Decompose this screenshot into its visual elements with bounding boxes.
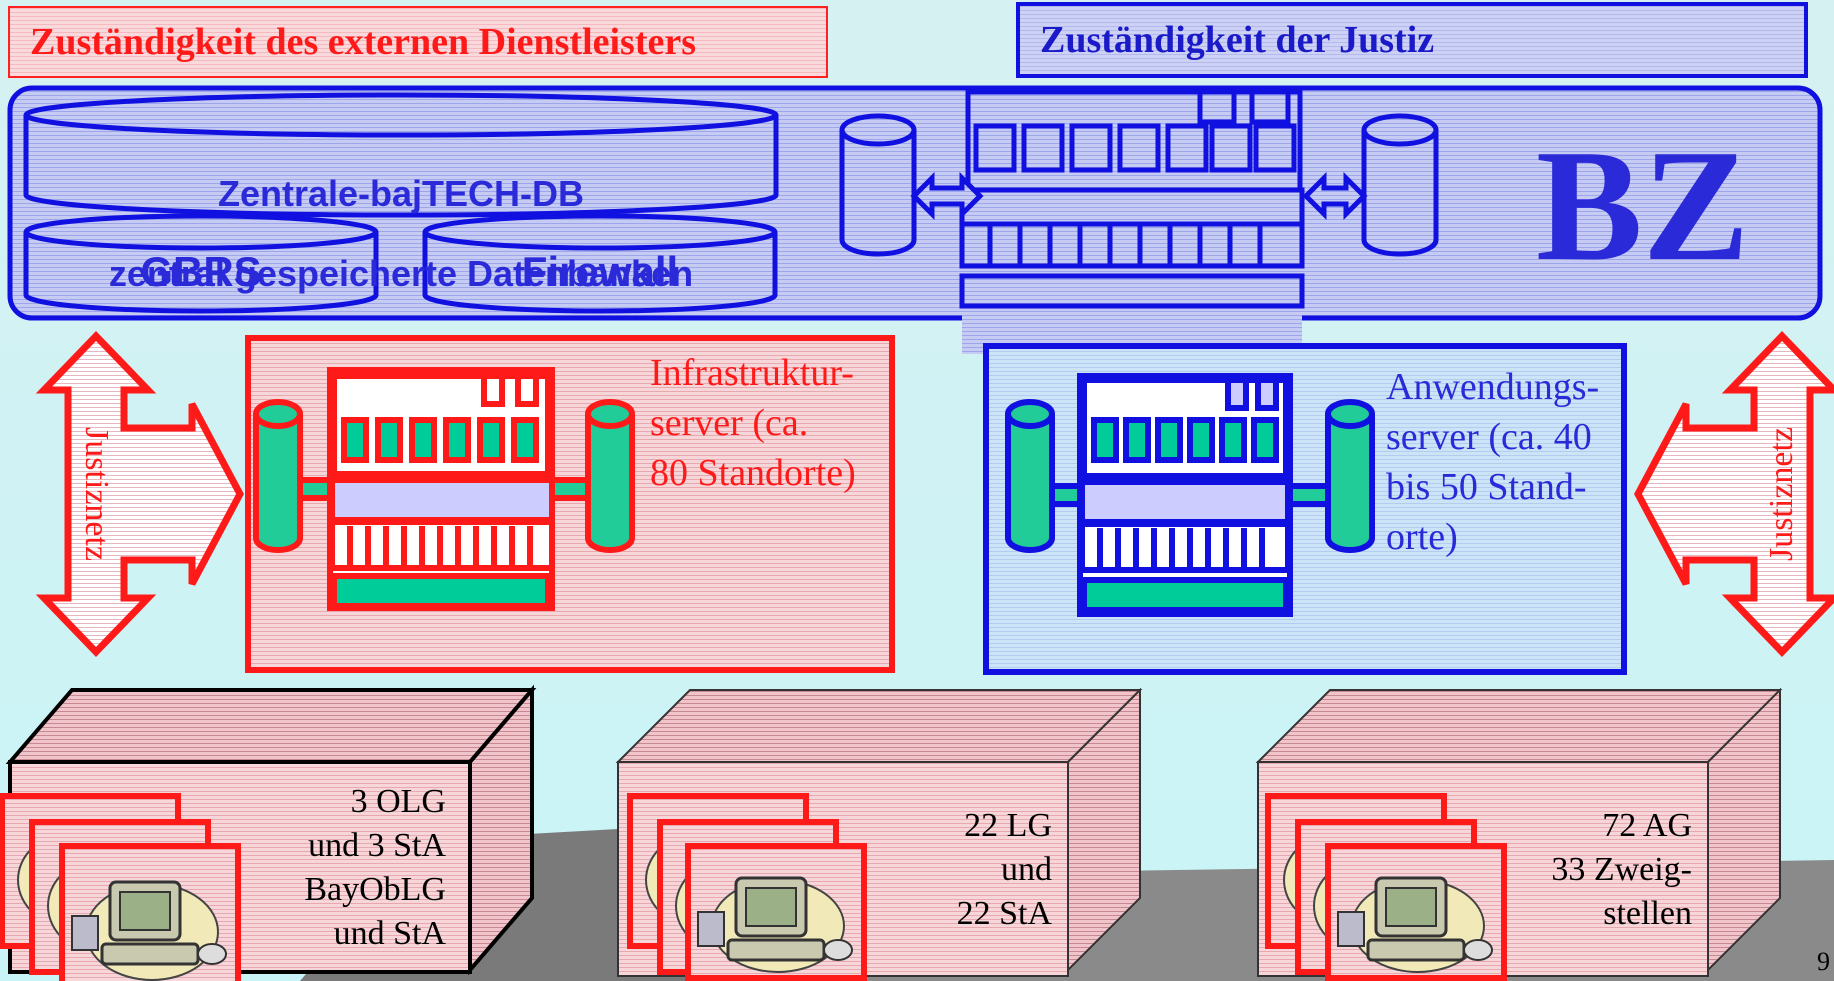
application-server-icon [1005, 373, 1375, 617]
justice-header-label: Zuständigkeit der Justiz [1040, 19, 1435, 61]
left-network-arrow [35, 330, 244, 658]
central-db-title: Zentrale-bajTECH-DB [217, 173, 585, 214]
infrastructure-server-panel [245, 335, 895, 673]
workstation-icons-2 [627, 793, 867, 981]
gbrs-db-cylinder [23, 213, 379, 314]
page-number: 9 [1817, 947, 1830, 976]
central-db-label: Zentrale-bajTECH-DB zentral gespeicherte… [26, 134, 776, 334]
right-network-label: Justiznetz [1763, 426, 1800, 562]
central-datacenter-block [7, 85, 1823, 354]
workstation-icons-3 [1265, 793, 1507, 981]
external-provider-header-label: Zuständigkeit des externen Dienstleister… [30, 21, 697, 63]
site-label-3: 72 AG 33 Zweig- stellen [1551, 807, 1692, 932]
central-server-icon [839, 89, 1439, 354]
gbrs-label: GBRS [140, 248, 262, 295]
external-provider-header: Zuständigkeit des externen Dienstleister… [8, 6, 828, 78]
left-network-label: Justiznetz [78, 426, 115, 562]
justice-header: Zuständigkeit der Justiz [1016, 2, 1808, 78]
infrastructure-server-icon [253, 367, 635, 611]
firewall-label: Firewall [521, 248, 679, 295]
workstation-icons-1 [0, 793, 241, 981]
application-server-label: Anwendungs- server (ca. 40 bis 50 Stand-… [1386, 366, 1600, 558]
central-db-subtitle: zentral gespeicherte Datenbanken [108, 253, 694, 294]
site-label-2: 22 LG und 22 StA [956, 807, 1052, 932]
central-db-cylinder [23, 92, 779, 218]
application-server-panel [983, 343, 1627, 675]
infrastructure-server-label: Infrastruktur- server (ca. 80 Standorte) [650, 352, 856, 494]
firewall-cylinder [422, 213, 778, 314]
right-network-arrow [1634, 330, 1834, 658]
site-label-1: 3 OLG und 3 StA BayObLG und StA [304, 783, 446, 952]
bz-label: BZ [1536, 116, 1750, 294]
